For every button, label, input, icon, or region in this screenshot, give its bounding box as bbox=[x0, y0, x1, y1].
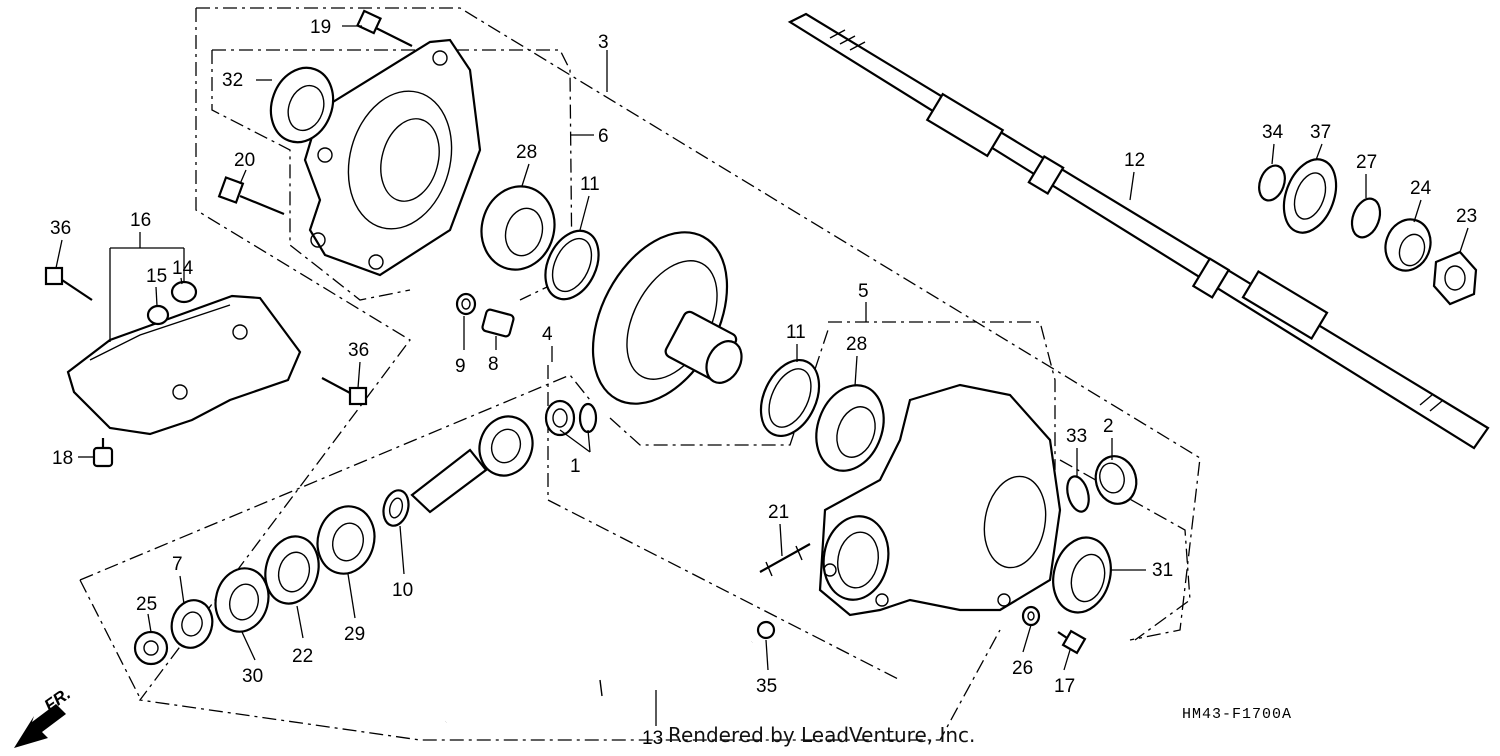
ball-bearing-28-lower bbox=[815, 384, 885, 472]
callout-5: 5 bbox=[858, 281, 869, 302]
callout-1: 1 bbox=[570, 456, 581, 477]
callout-22: 22 bbox=[292, 646, 313, 667]
callout-4: 4 bbox=[542, 324, 553, 345]
callout-17: 17 bbox=[1054, 676, 1075, 697]
leader-lines bbox=[55, 25, 1469, 726]
callout-30: 30 bbox=[242, 666, 263, 687]
callout-8: 8 bbox=[488, 354, 499, 375]
axle-hardware bbox=[1258, 158, 1478, 306]
callout-19: 19 bbox=[310, 17, 331, 38]
callout-34: 34 bbox=[1262, 122, 1284, 143]
callout-28-lower: 28 bbox=[846, 334, 867, 355]
callout-9: 9 bbox=[455, 356, 466, 377]
rear-axle-shaft bbox=[787, 12, 1490, 450]
diagram-code: HM43-F1700A bbox=[1182, 706, 1293, 723]
callout-36-left: 36 bbox=[50, 218, 71, 239]
skid-plate bbox=[66, 294, 302, 436]
cap-2 bbox=[1094, 455, 1138, 505]
callout-13: 13 bbox=[642, 728, 663, 749]
flange-bolt-18 bbox=[92, 438, 114, 468]
callout-29: 29 bbox=[344, 624, 365, 645]
callout-labels: 1 2 3 4 5 6 7 8 9 10 11 11 12 13 14 15 1… bbox=[50, 17, 1477, 749]
flange-bolt-19 bbox=[356, 9, 413, 47]
callout-26: 26 bbox=[1012, 658, 1033, 679]
callout-11-upper: 11 bbox=[580, 174, 600, 195]
stud-bolt-21 bbox=[759, 543, 811, 577]
callout-24: 24 bbox=[1410, 178, 1432, 199]
oil-seal-31 bbox=[1052, 536, 1112, 614]
callout-27: 27 bbox=[1356, 152, 1377, 173]
callout-20: 20 bbox=[234, 150, 255, 171]
ball-bearing-28-upper bbox=[480, 185, 556, 271]
bolt-8 bbox=[481, 308, 515, 338]
front-direction-arrow-icon bbox=[14, 704, 66, 748]
callout-12: 12 bbox=[1124, 150, 1145, 171]
flange-bolt-20 bbox=[217, 176, 285, 216]
washer-10 bbox=[382, 489, 410, 527]
callout-3: 3 bbox=[598, 32, 609, 53]
callout-31: 31 bbox=[1152, 560, 1173, 581]
flange-bolt-36-left bbox=[44, 266, 93, 301]
callout-10: 10 bbox=[392, 580, 413, 601]
ball-bearing-29 bbox=[316, 505, 376, 575]
oil-seal-32 bbox=[269, 66, 335, 144]
callout-37: 37 bbox=[1310, 122, 1331, 143]
callout-14: 14 bbox=[172, 258, 194, 279]
render-credit: Rendered by LeadVenture, Inc. bbox=[668, 723, 976, 747]
callout-32: 32 bbox=[222, 70, 243, 91]
callout-6: 6 bbox=[598, 126, 609, 147]
callout-33: 33 bbox=[1066, 426, 1087, 447]
callout-21: 21 bbox=[768, 502, 789, 523]
cap-14 bbox=[170, 280, 198, 304]
callout-36-right: 36 bbox=[348, 340, 369, 361]
callout-2: 2 bbox=[1103, 416, 1114, 437]
washer-9 bbox=[455, 292, 477, 316]
lock-nut-25 bbox=[133, 630, 169, 666]
o-ring-33 bbox=[1066, 475, 1090, 513]
callout-7: 7 bbox=[172, 554, 183, 575]
final-gear-case bbox=[818, 383, 1062, 617]
callout-11-lower: 11 bbox=[786, 322, 806, 343]
shim-11-lower bbox=[759, 359, 821, 437]
callout-15: 15 bbox=[146, 266, 167, 287]
bearing-holder bbox=[303, 38, 482, 277]
shim-11-upper bbox=[544, 229, 600, 301]
flange-bolt-17 bbox=[1057, 629, 1087, 655]
flange-bolt-36-right bbox=[321, 377, 368, 406]
breather-tube bbox=[445, 639, 754, 725]
callout-28-upper: 28 bbox=[516, 142, 537, 163]
callout-23: 23 bbox=[1456, 206, 1477, 227]
washer-26 bbox=[1021, 605, 1041, 627]
callout-18: 18 bbox=[52, 448, 73, 469]
joint-22 bbox=[264, 535, 320, 605]
grommet-15 bbox=[146, 304, 170, 326]
ring-gear bbox=[591, 231, 743, 405]
tube-clip-35 bbox=[756, 620, 776, 640]
spline-joint-7 bbox=[170, 599, 214, 649]
needle-bearing-1 bbox=[544, 399, 598, 437]
callout-35: 35 bbox=[756, 676, 777, 697]
callout-16: 16 bbox=[130, 210, 151, 231]
pinion-gear bbox=[410, 415, 534, 514]
oil-seal-30 bbox=[214, 567, 270, 633]
callout-25: 25 bbox=[136, 594, 157, 615]
